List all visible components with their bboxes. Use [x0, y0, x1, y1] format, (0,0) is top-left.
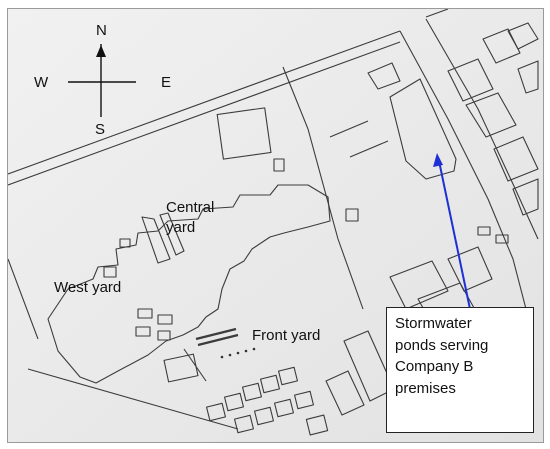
west-yard-label: West yard [54, 279, 122, 296]
central-yard-label-line2: yard [166, 219, 196, 236]
site-map: N S E W Central yard West yard Front yar… [7, 8, 544, 443]
callout-line: Company B [395, 358, 474, 375]
square-structure [216, 107, 272, 160]
south-boundary [27, 368, 239, 430]
west-edge [8, 258, 39, 340]
main-building [47, 184, 331, 384]
compass-east-label: E [161, 74, 172, 91]
central-yard-label-line1: Central [166, 199, 215, 216]
callout-line: Stormwater [395, 315, 472, 332]
inner-track [282, 66, 364, 310]
east-road-east-edge [425, 18, 539, 240]
site-boundary-north-inner [8, 41, 401, 186]
compass-north-label: N [96, 22, 107, 39]
north-arrowhead-icon [96, 45, 106, 57]
east-road-west-edge [399, 30, 527, 310]
housing-row [205, 366, 329, 436]
callout-line: ponds serving [395, 336, 489, 354]
stormwater-ponds-outline [389, 78, 457, 180]
front-yard-label: Front yard [252, 327, 321, 344]
site-plan-drawing [8, 9, 543, 442]
site-boundary-north [8, 30, 401, 175]
pointer-arrow-icon [433, 153, 471, 310]
callout-line: premises [395, 379, 456, 397]
stormwater-callout: Stormwater ponds serving Company B premi… [386, 307, 534, 433]
compass-south-label: S [95, 121, 106, 138]
front-yard-dots [220, 347, 256, 359]
compass-west-label: W [34, 74, 49, 91]
